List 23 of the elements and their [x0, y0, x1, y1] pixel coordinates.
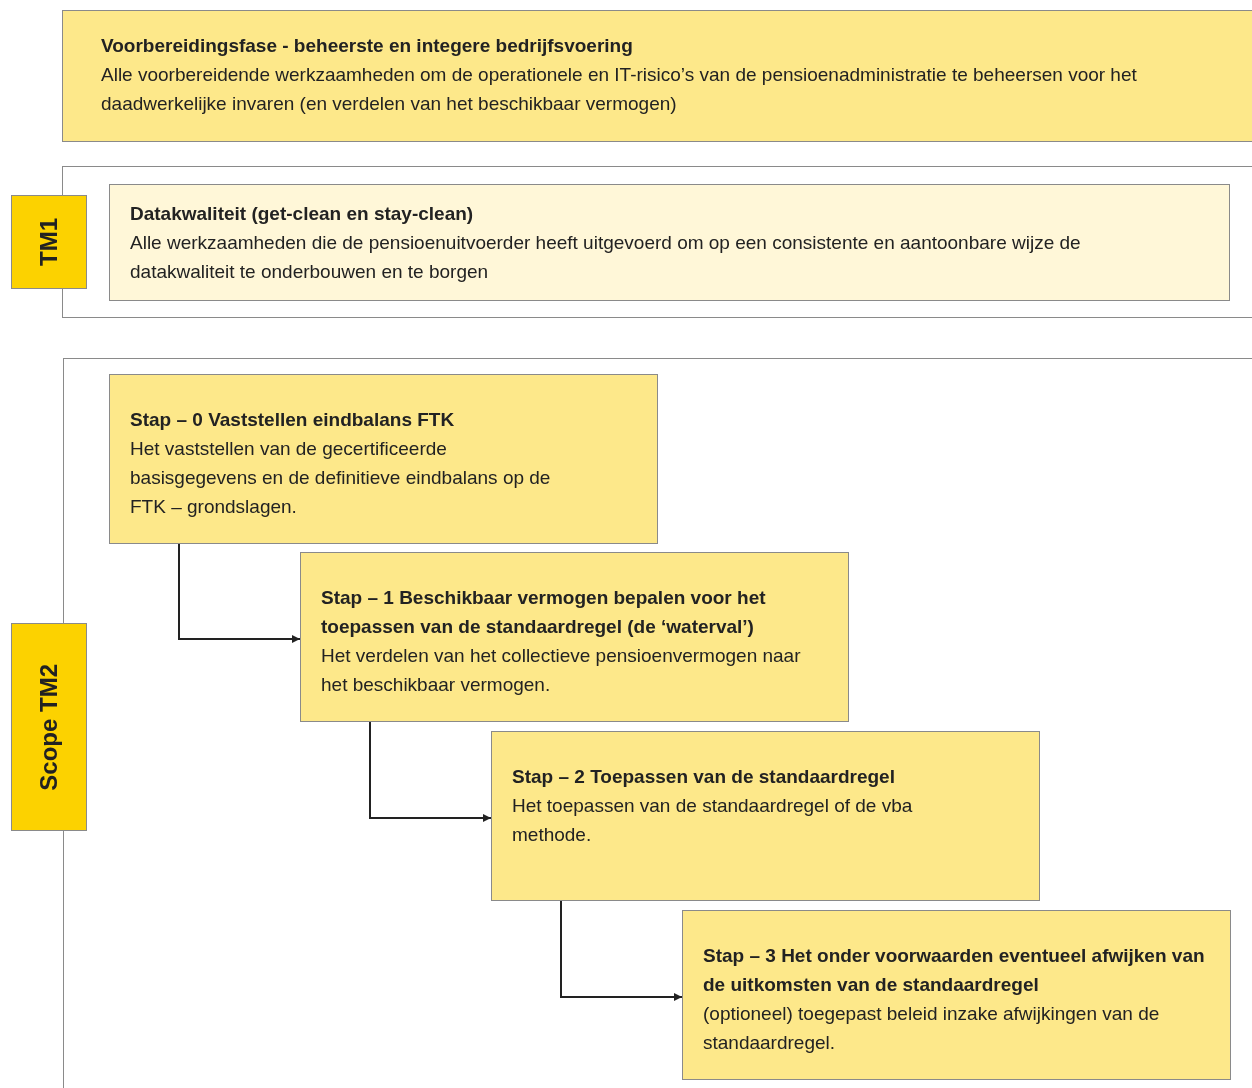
- phase-tag: TM1: [11, 195, 87, 289]
- box-heading: Stap – 2 Toepassen van de standaardregel: [512, 765, 896, 789]
- step-box: [491, 731, 1040, 901]
- box-description: Alle werkzaamheden die de pensioenuitvoerder heeft uitgevoerd om op een consistente en aantoonbare wijze de datakwaliteit te onderbouwen en te borgen: [130, 231, 1082, 284]
- process-box: [109, 184, 1230, 301]
- box-description: Het vaststellen van de gecertificeerde basisgegevens en de definitieve eindbalans op de FTK – grondslagen.: [130, 437, 552, 519]
- step-box: [300, 552, 849, 722]
- box-description: (optioneel) toegepast beleid inzake afwijkingen van de standaardregel.: [703, 1002, 1161, 1055]
- box-heading: Datakwaliteit (get-clean en stay-clean): [130, 202, 475, 226]
- box-description: Het toepassen van de standaardregel of de vba methode.: [512, 794, 914, 847]
- phase-box: [62, 10, 1252, 142]
- connector-arrow: [369, 721, 492, 822]
- box-heading: Voorbereidingsfase - beheerste en integere bedrijfsvoering: [101, 34, 634, 58]
- step-box: [109, 374, 658, 544]
- box-description: Alle voorbereidende werkzaamheden om de operationele en IT-risico’s van de pensioenadministratie te beheersen voor het daadwerkelijke invaren (en verdelen van het beschikbaar vermogen): [101, 63, 1138, 116]
- connector-arrow: [560, 900, 683, 1001]
- box-heading: Stap – 1 Beschikbaar vermogen bepalen voor het toepassen van de standaardregel (de ‘waterval’): [321, 586, 767, 639]
- box-heading: Stap – 3 Het onder voorwaarden eventueel afwijken van de uitkomsten van de standaardregel: [703, 944, 1206, 997]
- phase-tag: Scope TM2: [11, 623, 87, 831]
- box-description: Het verdelen van het collectieve pensioenvermogen naar het beschikbaar vermogen.: [321, 644, 802, 697]
- step-box: [682, 910, 1231, 1080]
- connector-arrow: [178, 543, 301, 643]
- box-heading: Stap – 0 Vaststellen eindbalans FTK: [130, 408, 456, 432]
